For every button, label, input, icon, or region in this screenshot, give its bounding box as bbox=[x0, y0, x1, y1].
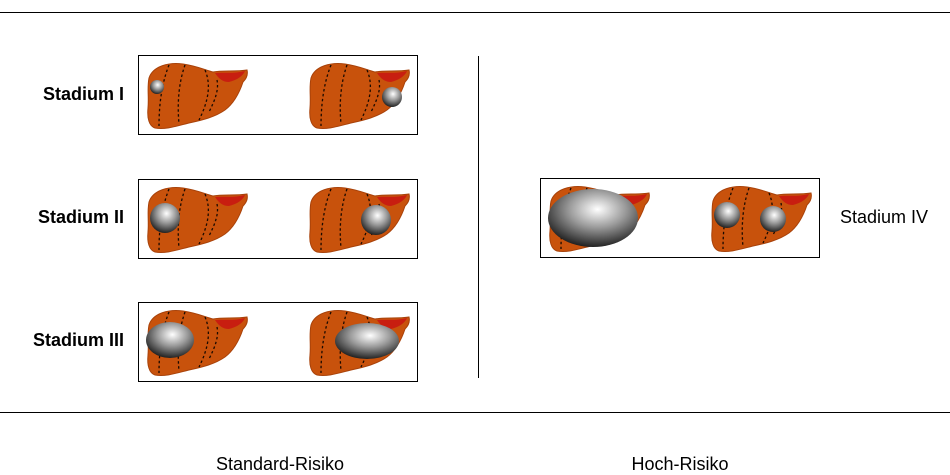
high-risk-label: Hoch-Risiko bbox=[631, 454, 729, 474]
group-divider bbox=[478, 56, 479, 378]
liver-icon bbox=[309, 186, 411, 254]
stage-4-panel bbox=[540, 178, 820, 258]
stage-4-label: Stadium IV bbox=[840, 207, 929, 227]
liver-icon bbox=[147, 62, 249, 130]
stage-3-panel bbox=[138, 302, 418, 382]
tumor-icon bbox=[760, 206, 786, 232]
tumor-icon bbox=[146, 322, 194, 358]
tumor-icon bbox=[714, 202, 740, 228]
standard-risk-label: Standard-Risiko bbox=[215, 454, 345, 474]
tumor-icon bbox=[361, 205, 391, 235]
bottom-rule bbox=[0, 412, 950, 413]
tumor-icon bbox=[382, 87, 402, 107]
tumor-icon bbox=[335, 323, 399, 359]
top-rule bbox=[0, 12, 950, 13]
tumor-icon bbox=[150, 203, 180, 233]
stage-2-panel bbox=[138, 179, 418, 259]
stage-1-label: Stadium I bbox=[42, 84, 124, 104]
stage-2-label: Stadium II bbox=[37, 207, 124, 227]
tumor-icon bbox=[150, 80, 164, 94]
tumor-icon bbox=[548, 189, 638, 247]
stage-3-label: Stadium III bbox=[32, 330, 124, 350]
stage-1-panel bbox=[138, 55, 418, 135]
